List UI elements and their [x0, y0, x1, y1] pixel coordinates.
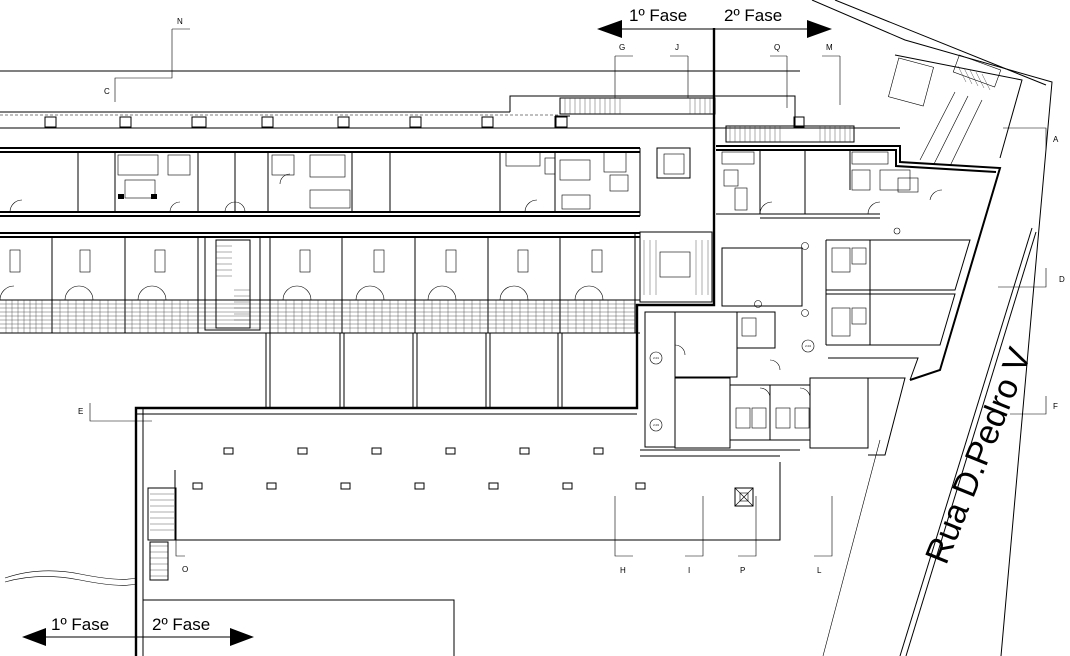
podium-columns-row2	[192, 482, 646, 490]
corridor-band	[0, 70, 900, 143]
marker-E: E	[78, 407, 83, 416]
site-boundary	[811, 0, 1053, 656]
podium-columns-row1	[223, 447, 604, 455]
marker-D: D	[1059, 275, 1065, 284]
phase-top-right-label: 2º Fase	[724, 6, 782, 25]
phase-bottom-right-label: 2º Fase	[152, 615, 210, 634]
stair-top	[559, 97, 855, 143]
marker-O: O	[182, 565, 188, 574]
svg-text:2.01: 2.01	[653, 356, 659, 360]
top-right-structures	[888, 54, 1023, 167]
marker-G: G	[619, 43, 625, 52]
svg-text:2.03: 2.03	[653, 423, 659, 427]
marker-Q: Q	[774, 43, 780, 52]
phase-indicator-bottom: 1º Fase 2º Fase	[22, 615, 254, 646]
marker-F: F	[1053, 402, 1058, 411]
upper-room-row	[0, 147, 641, 217]
marker-H: H	[620, 566, 626, 575]
phase-bottom-left-label: 1º Fase	[51, 615, 109, 634]
phase-division	[134, 28, 716, 656]
balcony-grid	[0, 300, 635, 333]
marker-A: A	[1053, 135, 1059, 144]
room-tag-2.01: 2.01	[649, 351, 663, 365]
marker-L: L	[817, 566, 822, 575]
phase-indicator-top: 1º Fase 2º Fase	[597, 6, 832, 38]
lower-room-row	[0, 232, 640, 334]
marker-M: M	[826, 43, 833, 52]
room-tag-2.04: 2.04	[801, 339, 815, 353]
room-tag-2.03: 2.03	[649, 418, 663, 432]
street-name-label: Rua D.Pedro V	[918, 342, 1039, 569]
marker-I: I	[688, 566, 690, 575]
podium	[4, 408, 781, 656]
piloti-lines	[265, 333, 563, 408]
right-wing: 2.01 2.03 2.04	[640, 145, 1002, 457]
svg-text:2.04: 2.04	[805, 344, 811, 348]
phase-top-left-label: 1º Fase	[629, 6, 687, 25]
marker-C: C	[104, 87, 110, 96]
section-marker-labels: N C G J Q M A D F E O H I P L	[78, 17, 1065, 575]
column-row	[44, 116, 805, 128]
central-core	[639, 147, 713, 303]
stairwell-left	[204, 236, 261, 331]
marker-P: P	[740, 566, 745, 575]
section-marker-lines	[89, 28, 1047, 557]
lift-symbol	[734, 487, 754, 507]
marker-N: N	[177, 17, 183, 26]
marker-J: J	[675, 43, 679, 52]
